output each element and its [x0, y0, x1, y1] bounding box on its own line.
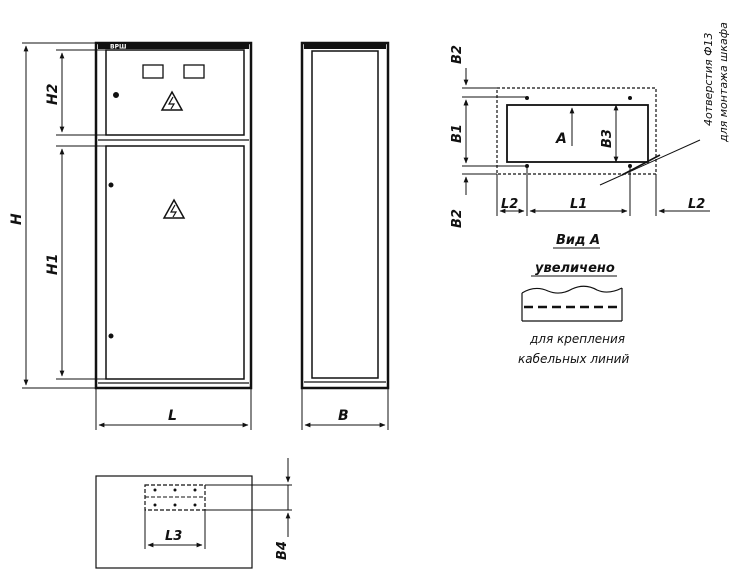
cable-opening [506, 104, 649, 163]
cable-caption-line1: для крепления [529, 332, 625, 346]
door-handle-upper [113, 92, 119, 98]
dim-H-label: H [9, 213, 25, 225]
dim-B1-label: B1 [450, 124, 465, 143]
bottom-view [95, 475, 253, 569]
front-dimensions [22, 42, 252, 430]
dim-L-label: L [168, 408, 177, 424]
warning-sign-lower-icon [162, 198, 186, 219]
marker-A-label: A [555, 131, 567, 147]
dim-B2-top-label: B2 [450, 45, 465, 64]
side-view [300, 41, 390, 390]
dim-H2-label: H2 [45, 84, 61, 105]
plinth-outline [496, 87, 657, 175]
meter-window-left [142, 64, 164, 79]
dim-L2-right-label: L2 [688, 197, 705, 212]
upper-compartment-door [105, 49, 245, 136]
dim-L1-label: L1 [570, 197, 587, 212]
side-inner [311, 50, 379, 379]
dim-H1-label: H1 [45, 254, 61, 275]
view-a-dimensions [462, 68, 710, 216]
bottom-dimensions [144, 458, 292, 549]
view-a-title: Вид А [556, 233, 600, 248]
warning-sign-upper-icon [160, 90, 184, 111]
front-view [94, 41, 253, 390]
bottom-outline [95, 475, 253, 569]
holes-note-line1: 4отверстия Ф13 [702, 32, 715, 126]
meter-window-right [183, 64, 205, 79]
view-a-subtitle: увеличено [535, 261, 615, 276]
cable-rail-detail [521, 285, 623, 322]
side-outline [300, 41, 390, 390]
dim-B2-bottom-label: B2 [450, 209, 465, 228]
lower-compartment-door [105, 145, 245, 380]
side-dimensions [301, 388, 389, 430]
view-a [496, 87, 657, 175]
cable-caption-line2: кабельных линий [518, 352, 629, 366]
dim-B-label: B [338, 408, 349, 424]
door-handle-lower [108, 333, 114, 339]
holes-note-line2: для монтажа шкафа [717, 22, 730, 143]
dim-L2-left-label: L2 [501, 197, 518, 212]
dim-B3-label: B3 [600, 129, 615, 148]
dim-B4-label: B4 [275, 541, 290, 560]
door-handle-middle [108, 182, 114, 188]
dim-L3-label: L3 [165, 529, 182, 544]
nameplate-label: ВРШ [110, 44, 126, 51]
